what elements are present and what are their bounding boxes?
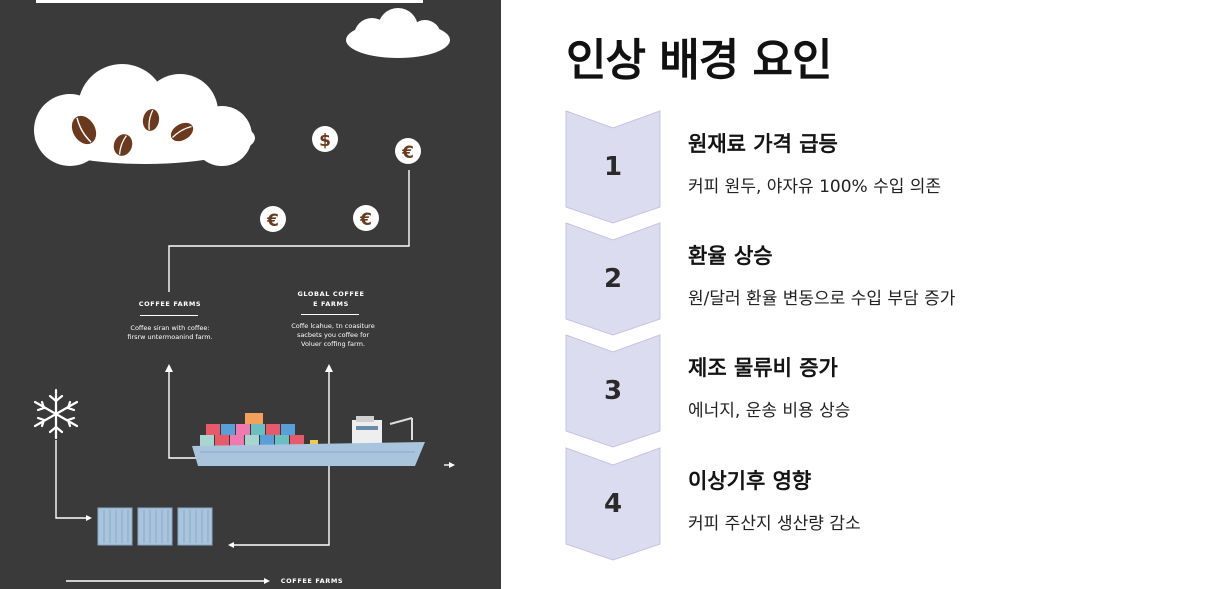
dollar-symbol: $ [319,131,331,151]
bottom-farms-label: COFFEE FARMS [280,577,344,585]
step-title: 환율 상승 [688,244,773,268]
step-number: 1 [603,152,623,182]
top-strip [36,0,423,3]
arrow-heads [86,364,455,584]
big-cloud-icon [34,64,255,166]
step-title: 원재료 가격 급등 [688,132,838,156]
container-ribs [103,510,209,543]
supply-chain-illustration: $ € € € [0,0,501,589]
step-description: 커피 주산지 생산량 감소 [688,514,861,534]
chevron-shape [565,334,661,448]
coffee-bean-icons [71,109,194,156]
farms-label-title: COFFEE FARMS [138,300,202,308]
step-description: 원/달러 환율 변동으로 수입 부담 증가 [688,289,956,309]
flow-lines [55,170,452,582]
dollar-coin-icon [312,126,338,152]
illustration-graphics: $ € € € [33,8,455,584]
global-label-body: Coffe lcahue, tn coasiture sacbets you c… [291,322,375,348]
step-description: 커피 원두, 야자유 100% 수입 의존 [688,177,942,197]
euro-coin-icon-1 [395,138,421,164]
euro-symbol: € [266,211,279,231]
step-item-3: 3 제조 물류비 증가 에너지, 운송 비용 상승 [565,334,1205,448]
chevron-shape [565,222,661,336]
chevron-shape [565,110,661,224]
step-description: 에너지, 운송 비용 상승 [688,401,851,421]
farms-label-body: Coffee siran with coffee: firsrw untermo… [127,324,213,341]
global-label-rule [301,314,359,315]
global-label-title: GLOBAL COFFEE E FARMS [297,290,365,308]
euro-symbol: € [359,210,372,230]
small-cloud-icon [346,8,450,58]
euro-symbol: € [401,143,414,163]
step-title: 제조 물류비 증가 [688,356,838,380]
shipping-container-icons [97,507,213,546]
step-number: 3 [603,376,623,406]
snowflake-icon [33,388,79,440]
step-item-1: 1 원재료 가격 급등 커피 원두, 야자유 100% 수입 의존 [565,110,1205,224]
step-title: 이상기후 영향 [688,469,812,493]
cargo-ship-icon [192,413,425,466]
euro-coin-icon-2 [260,206,286,232]
step-number: 2 [603,264,623,294]
farms-label-rule [140,315,198,316]
chevron-shape [565,447,661,561]
euro-coin-icon-3 [353,205,379,231]
step-item-2: 2 환율 상승 원/달러 환율 변동으로 수입 부담 증가 [565,222,1205,336]
step-item-4: 4 이상기후 영향 커피 주산지 생산량 감소 [565,447,1205,561]
page-title: 인상 배경 요인 [566,35,833,86]
step-number: 4 [603,489,623,519]
